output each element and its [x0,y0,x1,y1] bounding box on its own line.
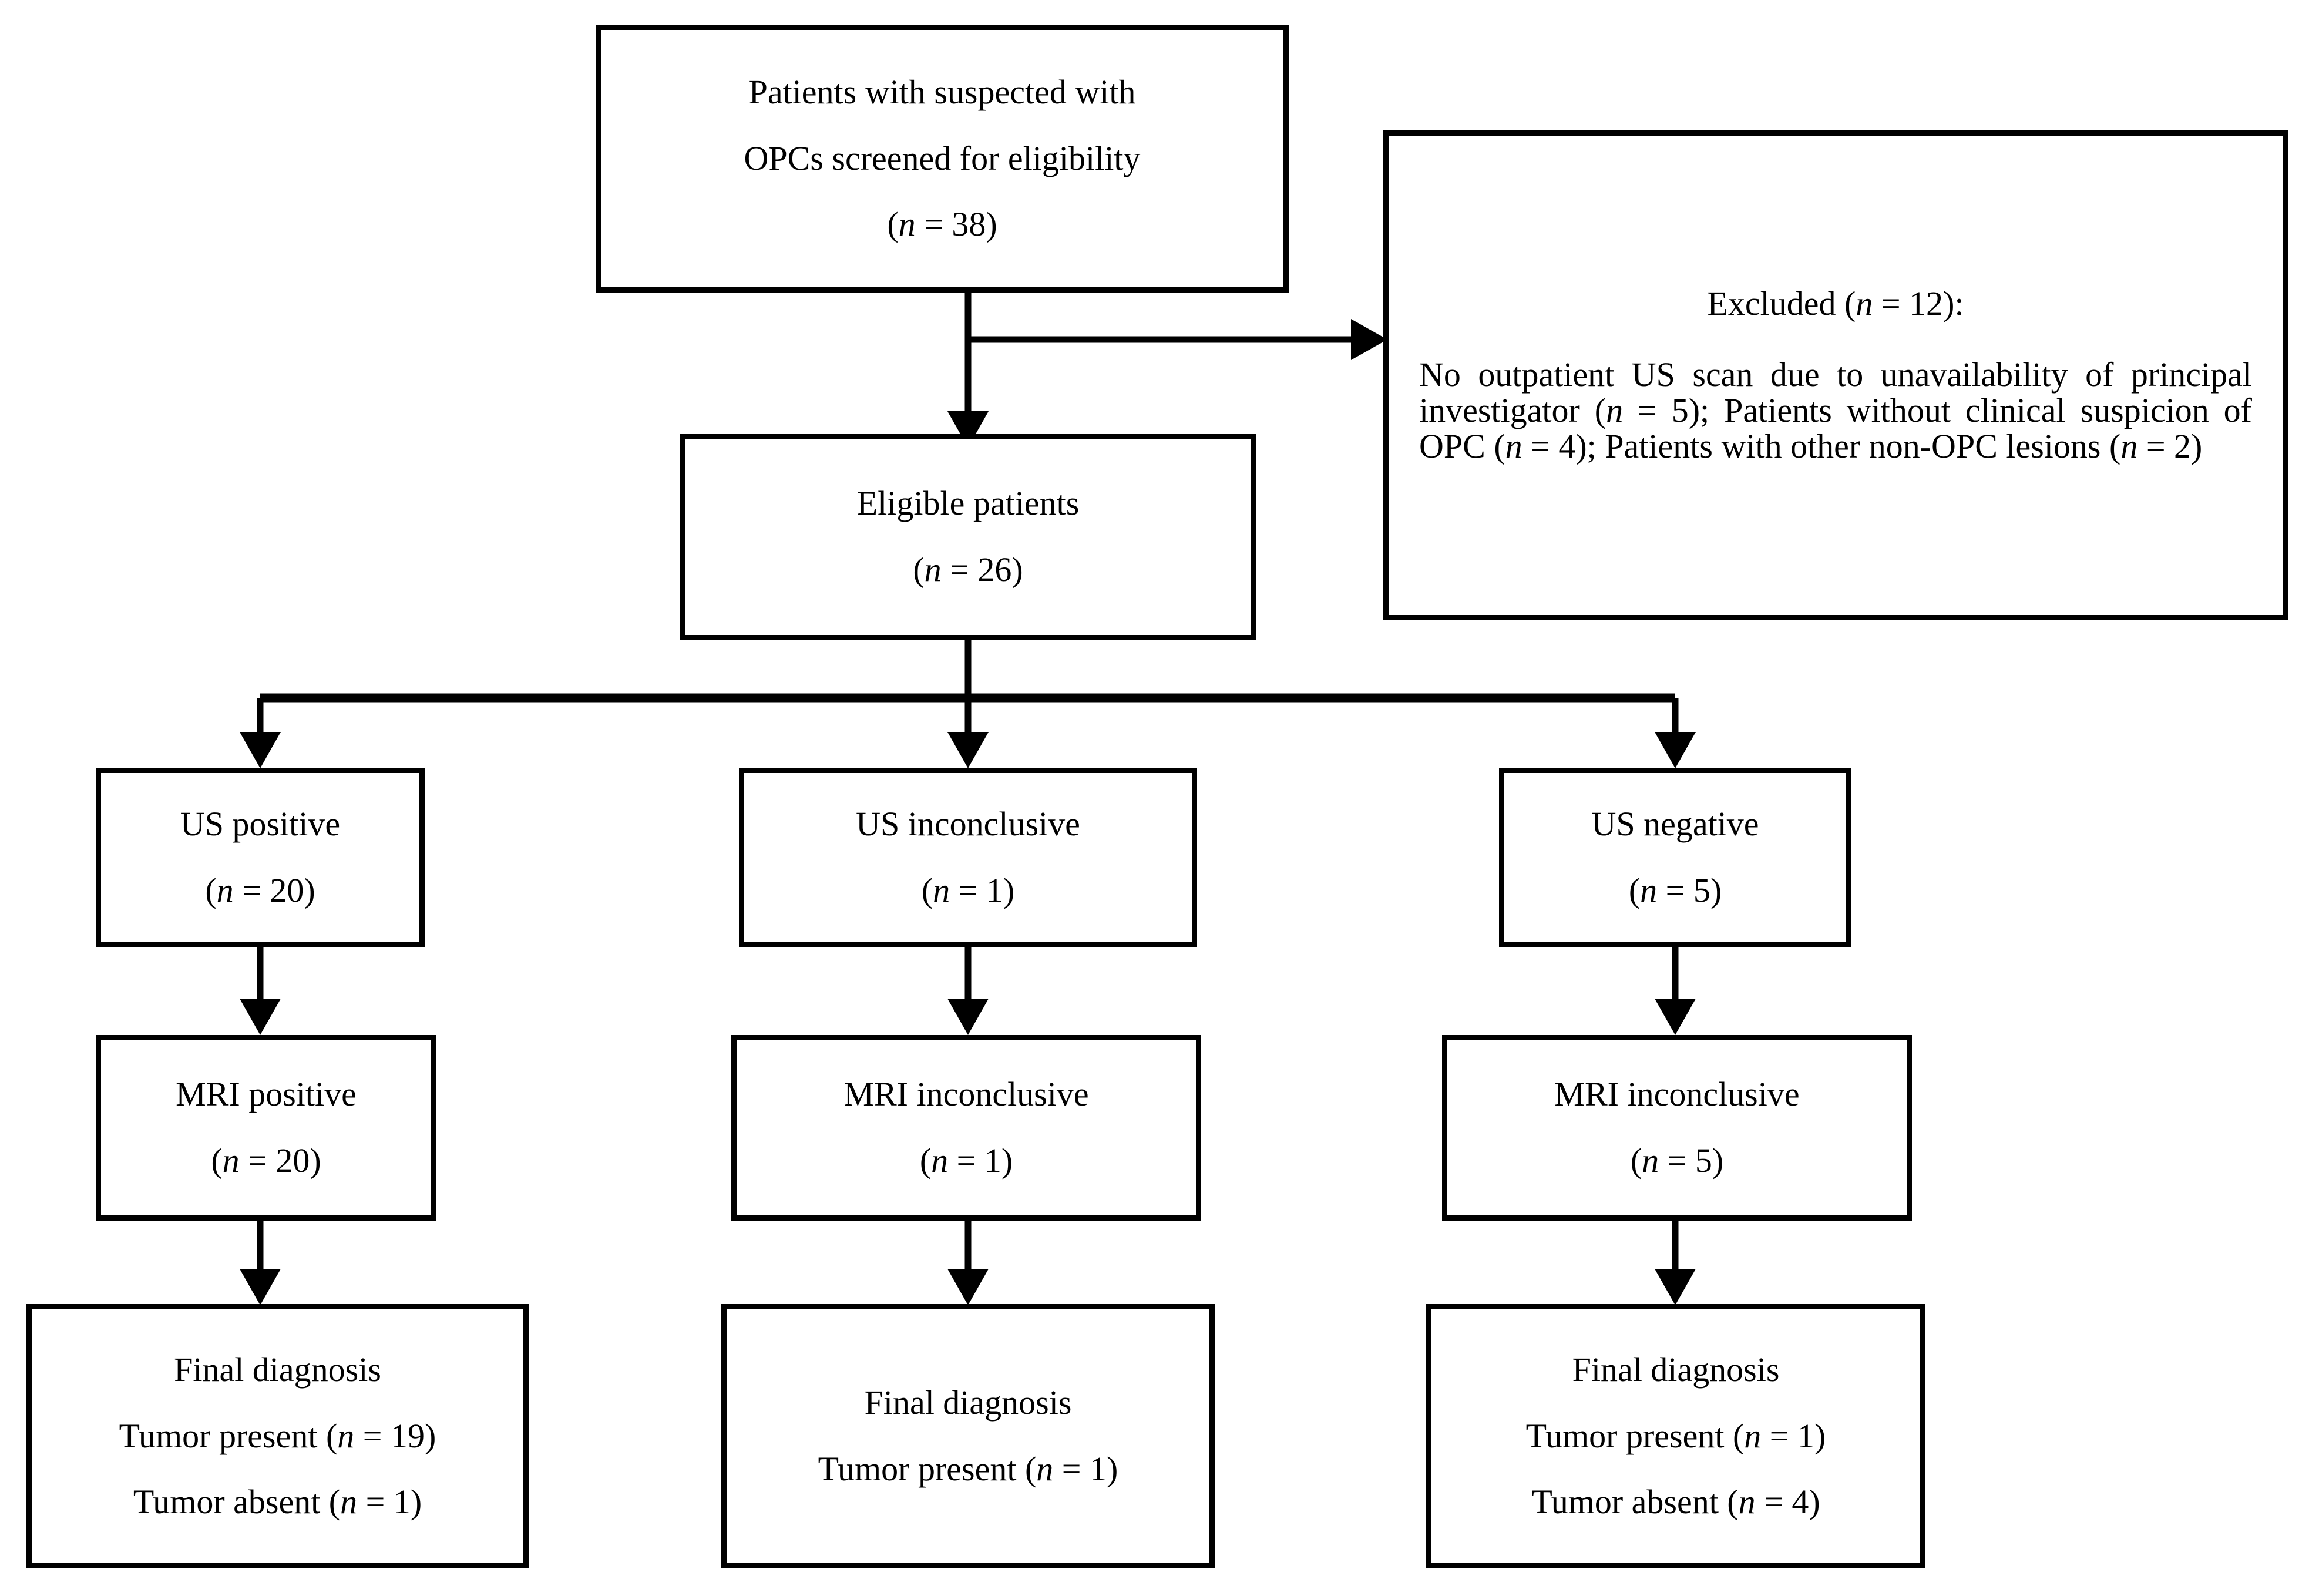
node-us-negative[interactable]: US negative (n = 5) [1499,768,1851,947]
edge-screened-to-excluded [968,319,1387,360]
node-final-diagnosis-right[interactable]: Final diagnosis Tumor present (n = 1) Tu… [1426,1304,1925,1568]
node-eligible-count: (n = 26) [913,550,1023,589]
node-final-mid-heading: Final diagnosis [864,1383,1072,1422]
node-us-inconclusive-label: US inconclusive [856,804,1080,843]
edge-branch-to-us-positive [240,698,281,768]
edge-us-negative-to-mri-inconclusive [1655,946,1696,1035]
node-us-positive[interactable]: US positive (n = 20) [96,768,425,947]
node-us-positive-label: US positive [180,804,341,843]
node-mri-inconclusive-mid-count: (n = 1) [919,1141,1013,1180]
node-us-negative-label: US negative [1591,804,1759,843]
node-final-diagnosis-left[interactable]: Final diagnosis Tumor present (n = 19) T… [26,1304,529,1568]
edge-branch-to-us-inconclusive [947,698,989,768]
node-eligible-label: Eligible patients [856,484,1080,523]
node-screened-count: (n = 38) [887,205,997,244]
node-mri-inconclusive-mid-label: MRI inconclusive [843,1075,1089,1114]
edge-mri-positive-to-final-left [240,1221,281,1305]
node-mri-inconclusive-right-count: (n = 5) [1630,1141,1724,1180]
edge-mri-inconclusive-to-final-mid [947,1221,989,1305]
node-mri-positive[interactable]: MRI positive (n = 20) [96,1035,436,1221]
edge-us-positive-to-mri-positive [240,946,281,1035]
node-us-positive-count: (n = 20) [205,871,315,909]
node-final-mid-present: Tumor present (n = 1) [818,1450,1118,1488]
node-eligible-patients[interactable]: Eligible patients (n = 26) [680,434,1256,640]
node-final-right-present: Tumor present (n = 1) [1525,1416,1826,1455]
node-final-right-absent: Tumor absent (n = 4) [1531,1483,1820,1521]
node-mri-inconclusive-right-label: MRI inconclusive [1554,1075,1800,1114]
node-mri-inconclusive-middle[interactable]: MRI inconclusive (n = 1) [731,1035,1201,1221]
node-us-inconclusive-count: (n = 1) [921,871,1015,909]
node-patients-screened[interactable]: Patients with suspected with OPCs screen… [596,25,1289,293]
node-mri-positive-label: MRI positive [176,1075,357,1114]
edge-mri-inconclusive-to-final-right [1655,1221,1696,1305]
node-screened-line2: OPCs screened for eligibility [744,139,1141,177]
node-mri-inconclusive-right[interactable]: MRI inconclusive (n = 5) [1442,1035,1912,1221]
node-final-diagnosis-middle[interactable]: Final diagnosis Tumor present (n = 1) [721,1304,1215,1568]
node-final-right-heading: Final diagnosis [1572,1350,1780,1389]
edge-branch-to-us-negative [1655,698,1696,768]
node-excluded[interactable]: Excluded (n = 12): No outpatient US scan… [1383,130,2288,620]
node-mri-positive-count: (n = 20) [211,1141,321,1180]
node-final-left-heading: Final diagnosis [174,1350,381,1389]
node-excluded-heading: Excluded (n = 12): [1707,284,1964,323]
node-us-negative-count: (n = 5) [1628,871,1722,909]
edge-eligible-to-branch-bar [260,640,1675,703]
node-screened-line1: Patients with suspected with [748,72,1136,111]
edge-us-inconclusive-to-mri-inconclusive [947,946,989,1035]
node-final-left-present: Tumor present (n = 19) [119,1416,436,1455]
node-us-inconclusive[interactable]: US inconclusive (n = 1) [739,768,1197,947]
node-final-left-absent: Tumor absent (n = 1) [133,1483,422,1521]
node-excluded-body: No outpatient US scan due to unavailabil… [1419,355,2252,465]
